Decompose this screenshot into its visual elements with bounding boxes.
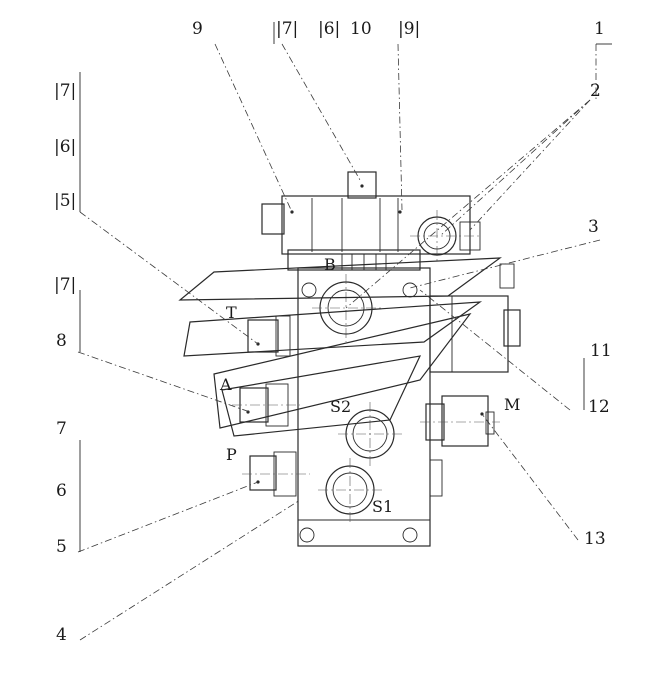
section-planes: [178, 257, 502, 437]
label-top-3: 3: [588, 217, 599, 237]
top-labels: 9 |7| |6| 10 |9| 1 2 3: [192, 19, 605, 237]
label-left-6b: 6: [56, 481, 67, 501]
label-right-11: 11: [590, 341, 612, 361]
valve-body: [232, 171, 521, 547]
port-label-t: T: [226, 303, 237, 322]
label-top-9b: |9|: [398, 19, 420, 39]
label-right-13: 13: [584, 529, 606, 549]
label-left-4: 4: [56, 625, 67, 645]
port-labels: B T A S2 P S1 M: [219, 255, 520, 516]
left-labels: |7| |6| |5| |7| 8 7 6 5 4: [54, 81, 76, 645]
label-left-7c: 7: [56, 419, 67, 439]
label-left-5b: 5: [56, 537, 67, 557]
label-left-5: |5|: [54, 191, 76, 211]
label-left-7: |7|: [54, 81, 76, 101]
port-label-p: P: [226, 445, 237, 464]
right-labels: 11 12 13: [584, 341, 612, 549]
label-top-10: 10: [350, 19, 372, 39]
label-left-7b: |7|: [54, 275, 76, 295]
port-label-s1: S1: [372, 497, 393, 516]
leader-lines: [77, 22, 612, 641]
label-left-6: |6|: [54, 137, 76, 157]
label-top-6: |6|: [318, 19, 340, 39]
label-top-1: 1: [594, 19, 605, 39]
port-label-a: A: [219, 375, 232, 394]
label-top-9: 9: [192, 19, 203, 39]
label-left-8: 8: [56, 331, 67, 351]
label-top-2: 2: [590, 81, 601, 101]
port-label-s2: S2: [330, 397, 351, 416]
port-label-b: B: [324, 255, 336, 274]
label-top-7: |7|: [276, 19, 298, 39]
port-label-m: M: [504, 395, 520, 414]
label-right-12: 12: [588, 397, 610, 417]
